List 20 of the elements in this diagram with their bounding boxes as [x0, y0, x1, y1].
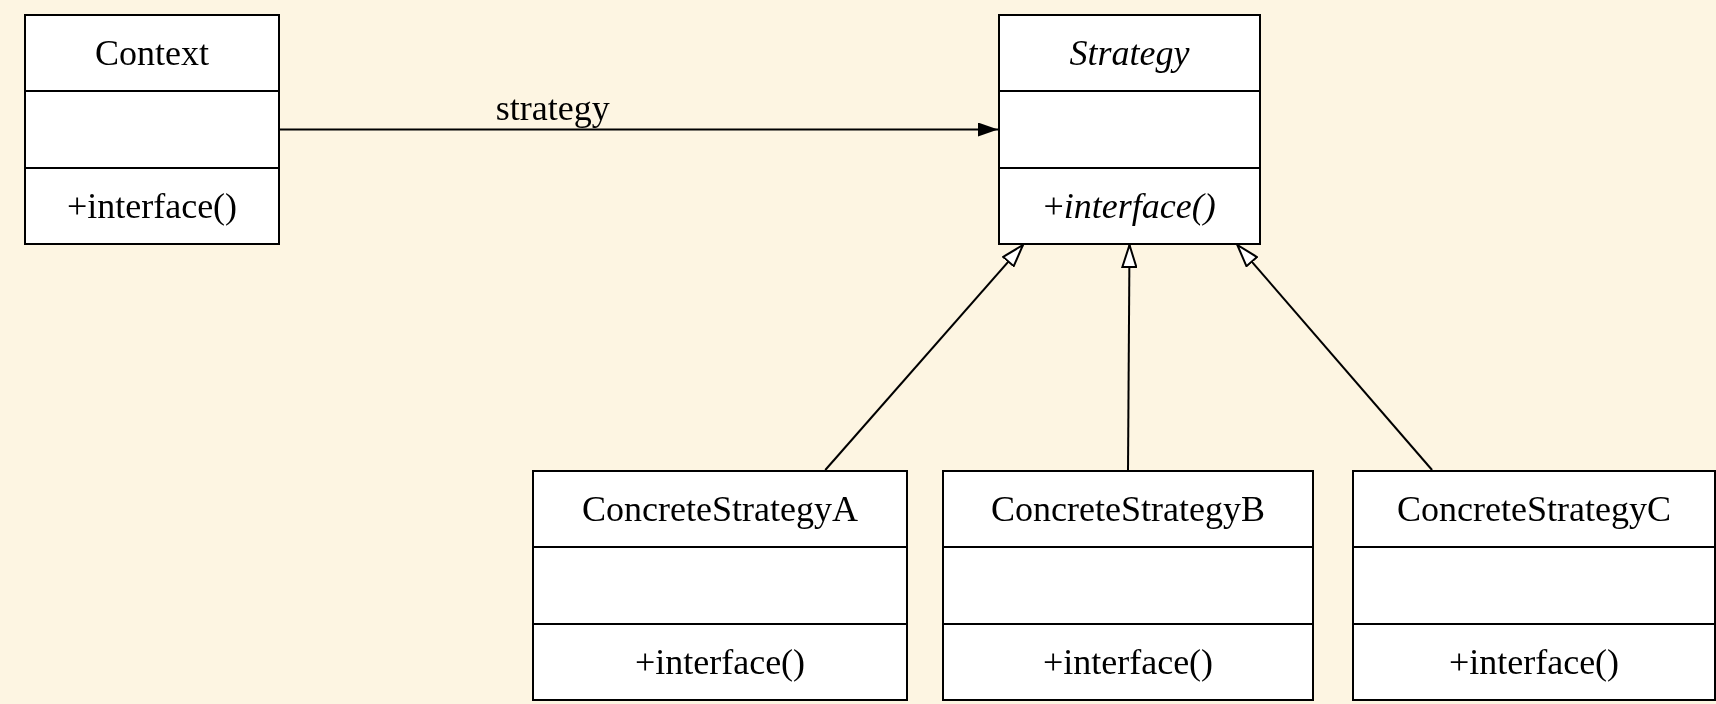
class-name: Strategy	[1069, 35, 1190, 72]
association-arrow	[279, 122, 999, 137]
class-name: ConcreteStrategyB	[991, 491, 1265, 528]
class-name: ConcreteStrategyC	[1397, 491, 1671, 528]
class-name: Context	[95, 35, 209, 72]
inheritance-arrow	[824, 244, 1024, 471]
inheritance-arrow	[1121, 244, 1138, 471]
class-box	[1352, 470, 1716, 701]
class-box	[998, 14, 1261, 245]
method-signature: +interface()	[1043, 187, 1216, 224]
edge-label: strategy	[495, 89, 610, 126]
inheritance-arrow	[1236, 244, 1434, 471]
method-signature: +interface()	[1042, 643, 1214, 680]
class-box	[942, 470, 1314, 701]
class-name: ConcreteStrategyA	[582, 491, 858, 528]
method-signature: +interface()	[66, 187, 238, 224]
class-box	[24, 14, 280, 245]
method-signature: +interface()	[1448, 643, 1620, 680]
method-signature: +interface()	[634, 643, 806, 680]
class-box	[532, 470, 908, 701]
